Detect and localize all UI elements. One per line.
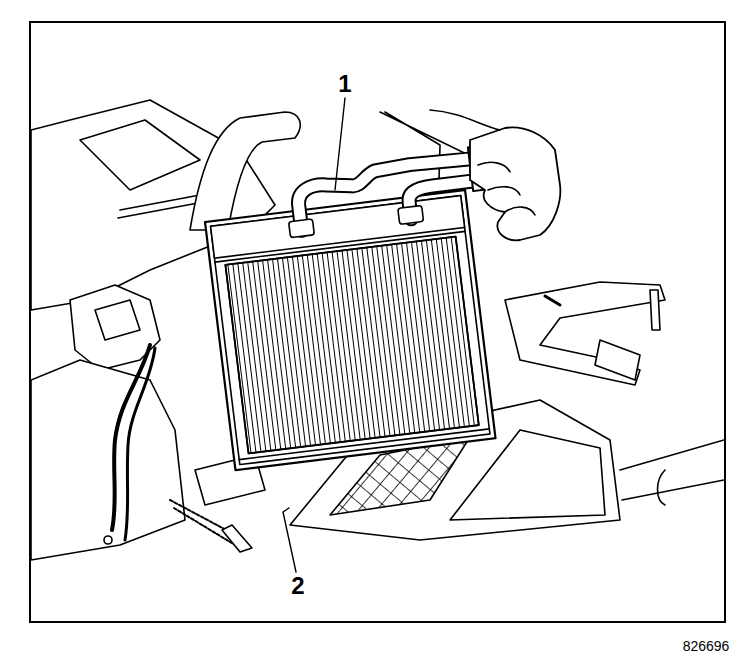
leader-line: [335, 98, 345, 190]
callout-number: 2: [291, 574, 304, 598]
connector: [222, 525, 252, 552]
leader-line: [283, 508, 296, 572]
housing-detail: [658, 470, 666, 505]
module: [95, 300, 140, 340]
mount-bracket: [505, 282, 665, 385]
hand: [470, 127, 560, 240]
lower-housing: [31, 360, 185, 560]
housing-side: [450, 430, 605, 520]
screw: [545, 296, 560, 305]
bracket-post: [650, 290, 660, 330]
housing-edge: [620, 440, 724, 500]
fastener: [104, 536, 112, 544]
callout-number: 1: [338, 72, 351, 96]
finger-lines: [478, 162, 535, 215]
wire-harness: [112, 345, 150, 530]
clip: [595, 340, 640, 380]
frame: [30, 22, 725, 622]
wrist: [430, 110, 500, 130]
panel-opening: [80, 120, 200, 190]
figure-number: 826696: [683, 639, 730, 653]
wire-harness: [125, 348, 155, 540]
panel-slot: [118, 195, 200, 218]
